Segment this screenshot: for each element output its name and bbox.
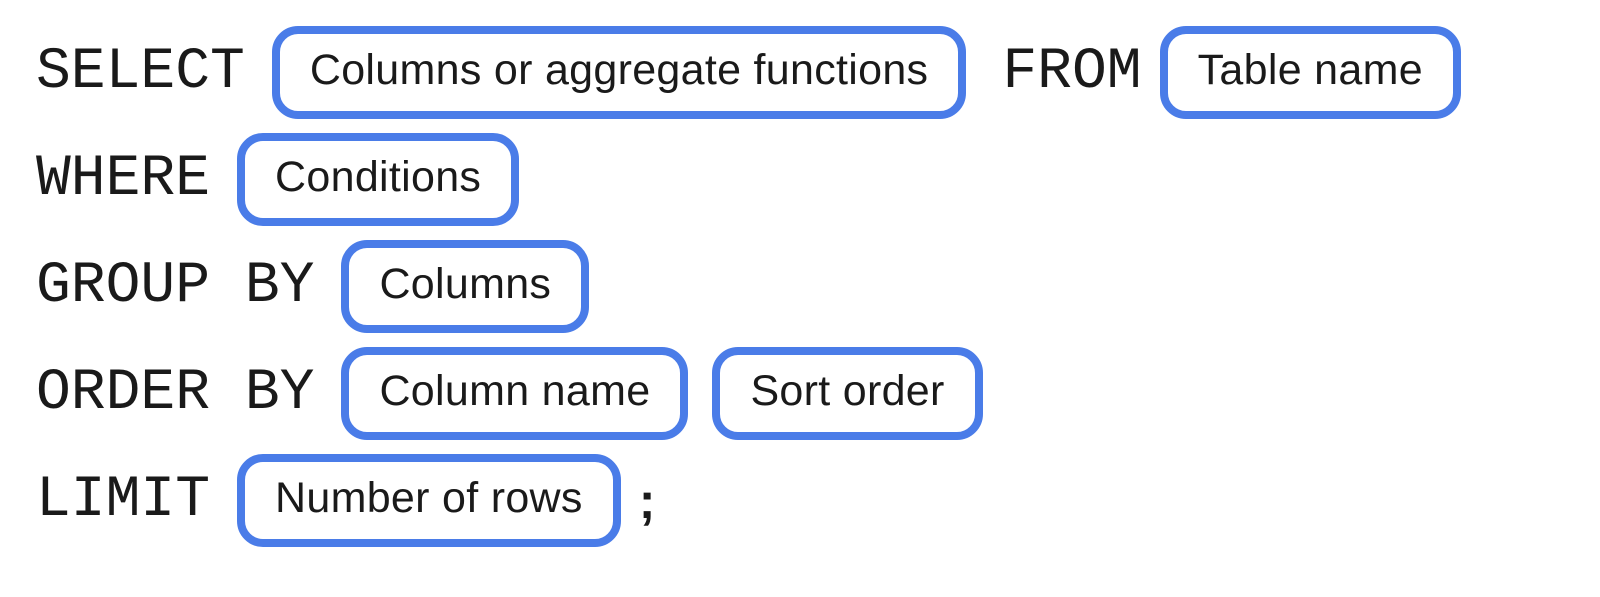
pill-table-name-label: Table name [1197,46,1423,94]
statement-terminator-semicolon: ; [638,472,656,529]
pill-conditions: Conditions [237,133,520,226]
pill-columns-or-aggregate-functions: Columns or aggregate functions [271,26,967,119]
pill-column-name: Column name [341,347,689,440]
group-by-clause-row: GROUP BY Columns [36,240,1600,333]
where-clause-row: WHERE Conditions [36,133,1600,226]
limit-clause-row: LIMIT Number of rows ; [36,454,1600,547]
keyword-group-by: GROUP BY [36,253,315,319]
pill-sort-order-label: Sort order [750,367,945,415]
pill-sort-order: Sort order [712,347,983,440]
pill-table-name: Table name [1159,26,1461,119]
keyword-limit: LIMIT [36,467,211,533]
keyword-select: SELECT [36,39,245,105]
pill-number-of-rows-label: Number of rows [275,474,583,522]
pill-columns: Columns [341,240,590,333]
pill-columns-label: Columns [379,260,552,308]
keyword-from: FROM [1002,39,1142,105]
select-clause-row: SELECT Columns or aggregate functions FR… [36,26,1600,119]
order-by-clause-row: ORDER BY Column name Sort order [36,347,1600,440]
pill-column-name-label: Column name [379,367,651,415]
pill-columns-or-aggregate-functions-label: Columns or aggregate functions [309,46,929,94]
pill-number-of-rows: Number of rows [237,454,621,547]
keyword-order-by: ORDER BY [36,360,315,426]
pill-conditions-label: Conditions [275,153,482,201]
keyword-where: WHERE [36,146,211,212]
